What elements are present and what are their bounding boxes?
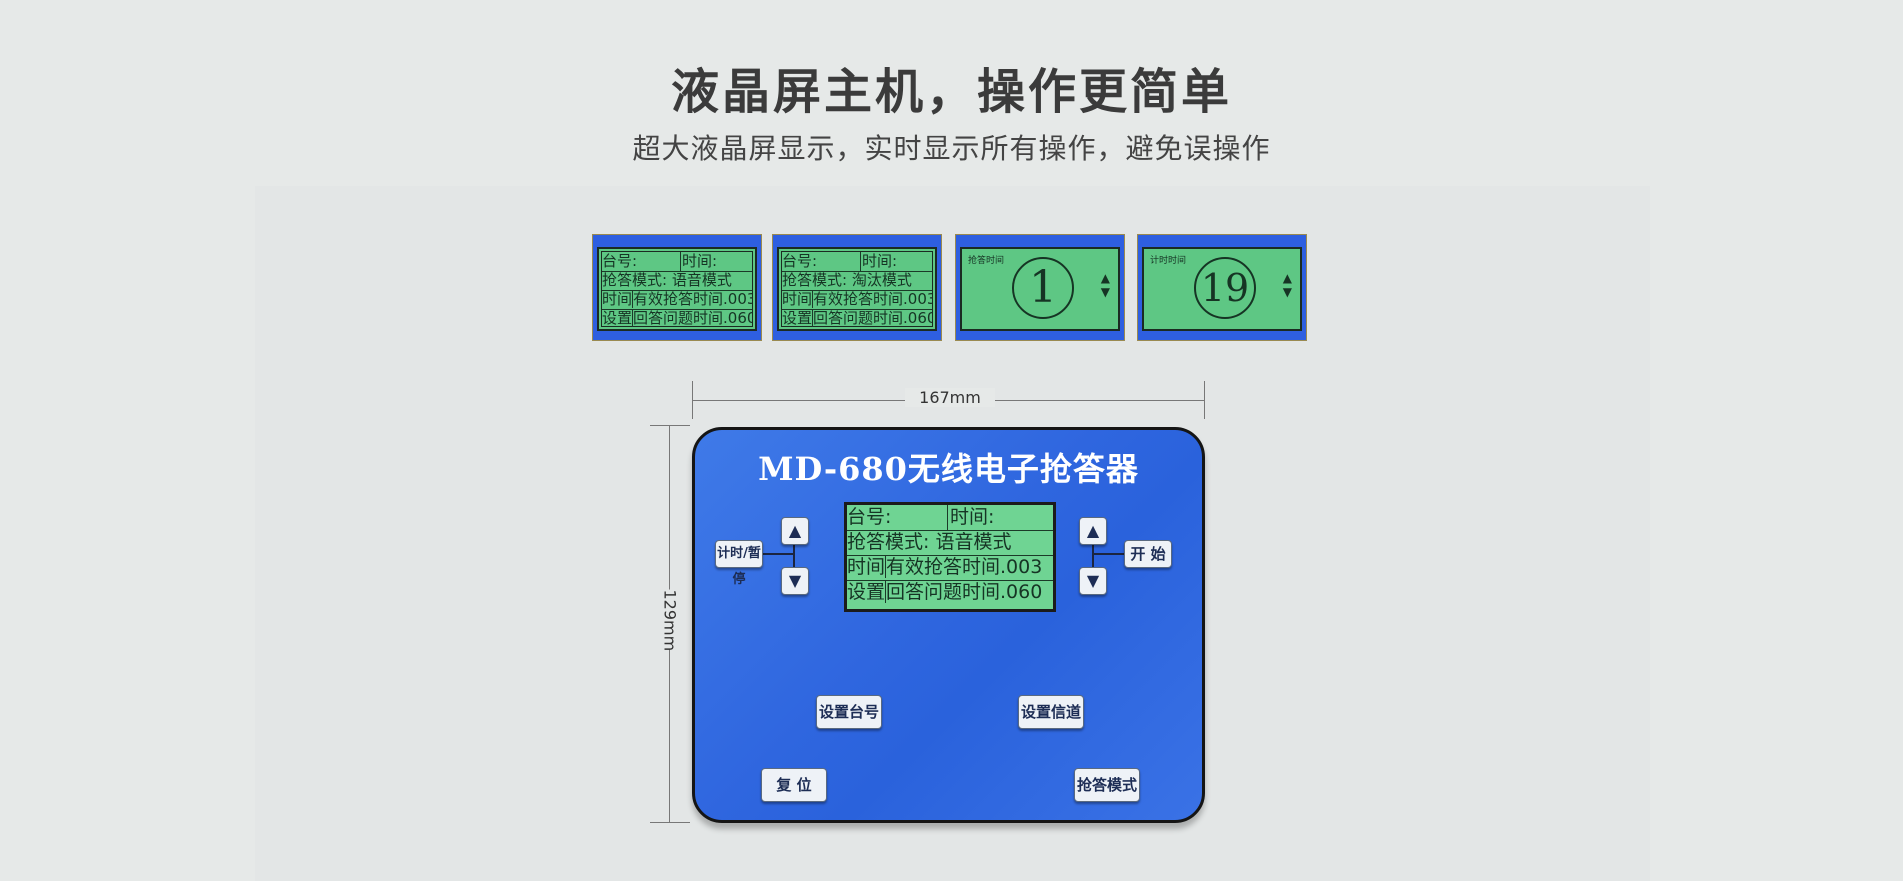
device-title: MD-680无线电子抢答器 [758,450,1139,488]
lcd-text: 时间: [682,252,718,270]
up-down-arrow-icon: ▲▼ [1282,271,1292,299]
lcd-text: 有效抢答时间.003 [885,556,1043,578]
answer-mode-button[interactable]: 抢答模式 [1074,768,1140,802]
lcd-text: 抢答模式: 语音模式 [602,271,732,289]
lcd-label: 计时时间 [1150,256,1187,266]
left-down-arrow-button[interactable]: ▼ [781,567,809,595]
height-dimension-label: 129mm [660,589,680,652]
countdown-number: 19 [1194,257,1256,319]
set-channel-button[interactable]: 设置信道 [1018,695,1084,729]
left-up-arrow-button[interactable]: ▲ [781,517,809,545]
down-arrow-icon: ▼ [788,571,802,590]
set-station-button[interactable]: 设置台号 [816,695,882,729]
lcd-text: 时间 [847,556,886,578]
lcd-text: 时间: [862,252,898,270]
start-button[interactable]: 开 始 [1124,540,1172,568]
lcd-thumbnail-2: 台号: 时间: 抢答模式: 淘汰模式 时间有效抢答时间.003 设置回答问题时间… [772,234,942,341]
lcd-text: 台号: [782,252,818,270]
lcd-text: 台号: [847,506,892,528]
lcd-thumbnail-1: 台号: 时间: 抢答模式: 语音模式 时间有效抢答时间.003 设置回答问题时间… [592,234,762,341]
lcd-text: 设置 [847,581,886,603]
lcd-label: 抢答时间 [968,256,1005,266]
lcd-text: 设置 [602,309,633,327]
dimension-tick [650,822,690,823]
lcd-text: 抢答模式: 语音模式 [847,531,1012,553]
lcd-text: 回答问题时间.060 [632,309,752,327]
up-down-arrow-icon: ▲▼ [1100,271,1110,299]
lcd-screen: 台号: 时间: 抢答模式: 语音模式 时间有效抢答时间.003 设置回答问题时间… [597,247,757,331]
up-arrow-icon: ▲ [788,521,802,540]
lcd-text: 有效抢答时间.003 [812,290,932,308]
lcd-thumbnail-3: 抢答时间 1 ▲▼ [955,234,1125,341]
lcd-screen: 台号: 时间: 抢答模式: 淘汰模式 时间有效抢答时间.003 设置回答问题时间… [777,247,937,331]
width-dimension-label: 167mm [905,388,995,407]
lcd-text: 台号: [602,252,638,270]
lcd-thumbnail-4: 计时时间 19 ▲▼ [1137,234,1307,341]
countdown-number: 1 [1012,257,1074,319]
right-down-arrow-button[interactable]: ▼ [1079,567,1107,595]
timer-pause-button[interactable]: 计时/暂停 [715,540,763,587]
lcd-text: 抢答模式: 淘汰模式 [782,271,912,289]
lcd-text: 设置 [782,309,813,327]
down-arrow-icon: ▼ [1086,571,1100,590]
page-subtitle: 超大液晶屏显示，实时显示所有操作，避免误操作 [632,132,1271,165]
lcd-text: 时间 [602,290,633,308]
page-title: 液晶屏主机，操作更简单 [670,64,1232,120]
dimension-tick [650,425,690,426]
lcd-screen: 计时时间 19 ▲▼ [1142,247,1302,331]
device-body: MD-680无线电子抢答器 台号: 时间: 抢答模式: 语音模式 时间有效抢答时… [692,427,1205,823]
lcd-text: 回答问题时间.060 [812,309,932,327]
lcd-text: 回答问题时间.060 [885,581,1043,603]
lcd-text: 时间 [782,290,813,308]
device-lcd-screen: 台号: 时间: 抢答模式: 语音模式 时间有效抢答时间.003 设置回答问题时间… [844,502,1056,612]
reset-button[interactable]: 复 位 [761,768,827,802]
lcd-screen: 抢答时间 1 ▲▼ [960,247,1120,331]
up-arrow-icon: ▲ [1086,521,1100,540]
lcd-text: 有效抢答时间.003 [632,290,752,308]
lcd-text: 时间: [950,506,995,528]
right-up-arrow-button[interactable]: ▲ [1079,517,1107,545]
